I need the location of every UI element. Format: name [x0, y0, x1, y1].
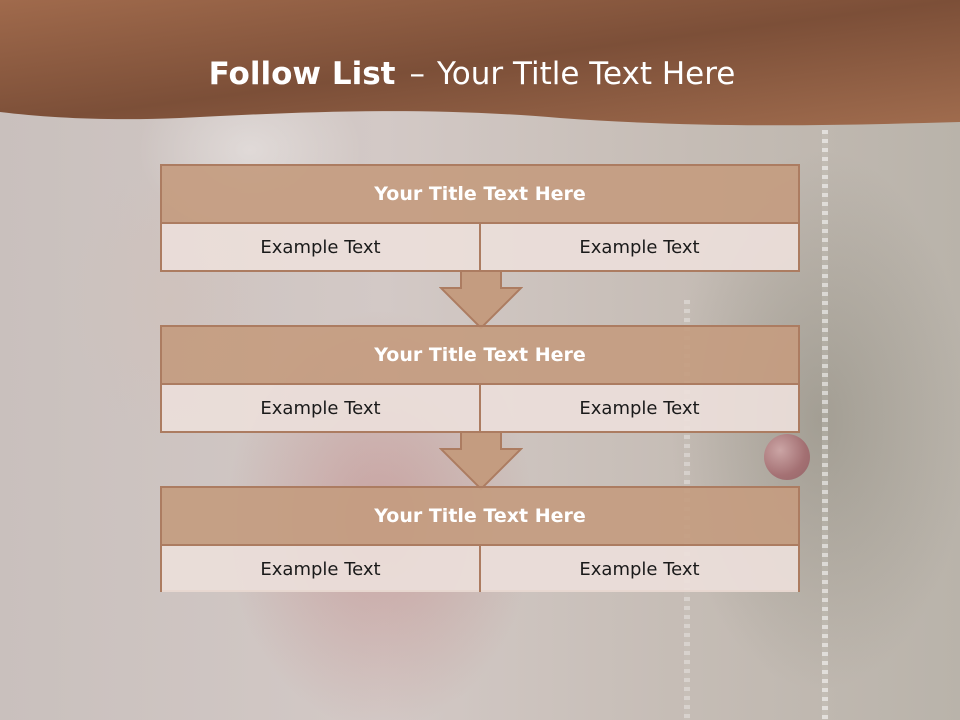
title-rest: Your Title Text Here: [436, 56, 736, 92]
block-row: Example Text Example Text: [162, 546, 798, 592]
block-title: Your Title Text Here: [162, 166, 798, 224]
ornament-decoration: [764, 434, 810, 480]
block-cell-left: Example Text: [162, 546, 479, 592]
title-separator: –: [409, 56, 425, 92]
title-banner: Follow List–Your Title Text Here: [0, 0, 960, 140]
title-bold: Follow List: [208, 56, 396, 92]
list-block: Your Title Text Here Example Text Exampl…: [160, 164, 800, 272]
list-block: Your Title Text Here Example Text Exampl…: [160, 325, 800, 433]
block-cell-right: Example Text: [479, 385, 798, 431]
tinsel-decoration: [822, 130, 828, 720]
block-title: Your Title Text Here: [162, 327, 798, 385]
block-cell-left: Example Text: [162, 385, 479, 431]
list-block: Your Title Text Here Example Text Exampl…: [160, 486, 800, 592]
block-cell-left: Example Text: [162, 224, 479, 270]
block-cell-right: Example Text: [479, 546, 798, 592]
down-arrow-icon: [439, 431, 523, 491]
block-row: Example Text Example Text: [162, 385, 798, 431]
slide-title: Follow List–Your Title Text Here: [0, 56, 952, 92]
block-cell-right: Example Text: [479, 224, 798, 270]
down-arrow-icon: [439, 270, 523, 330]
block-row: Example Text Example Text: [162, 224, 798, 270]
block-title: Your Title Text Here: [162, 488, 798, 546]
